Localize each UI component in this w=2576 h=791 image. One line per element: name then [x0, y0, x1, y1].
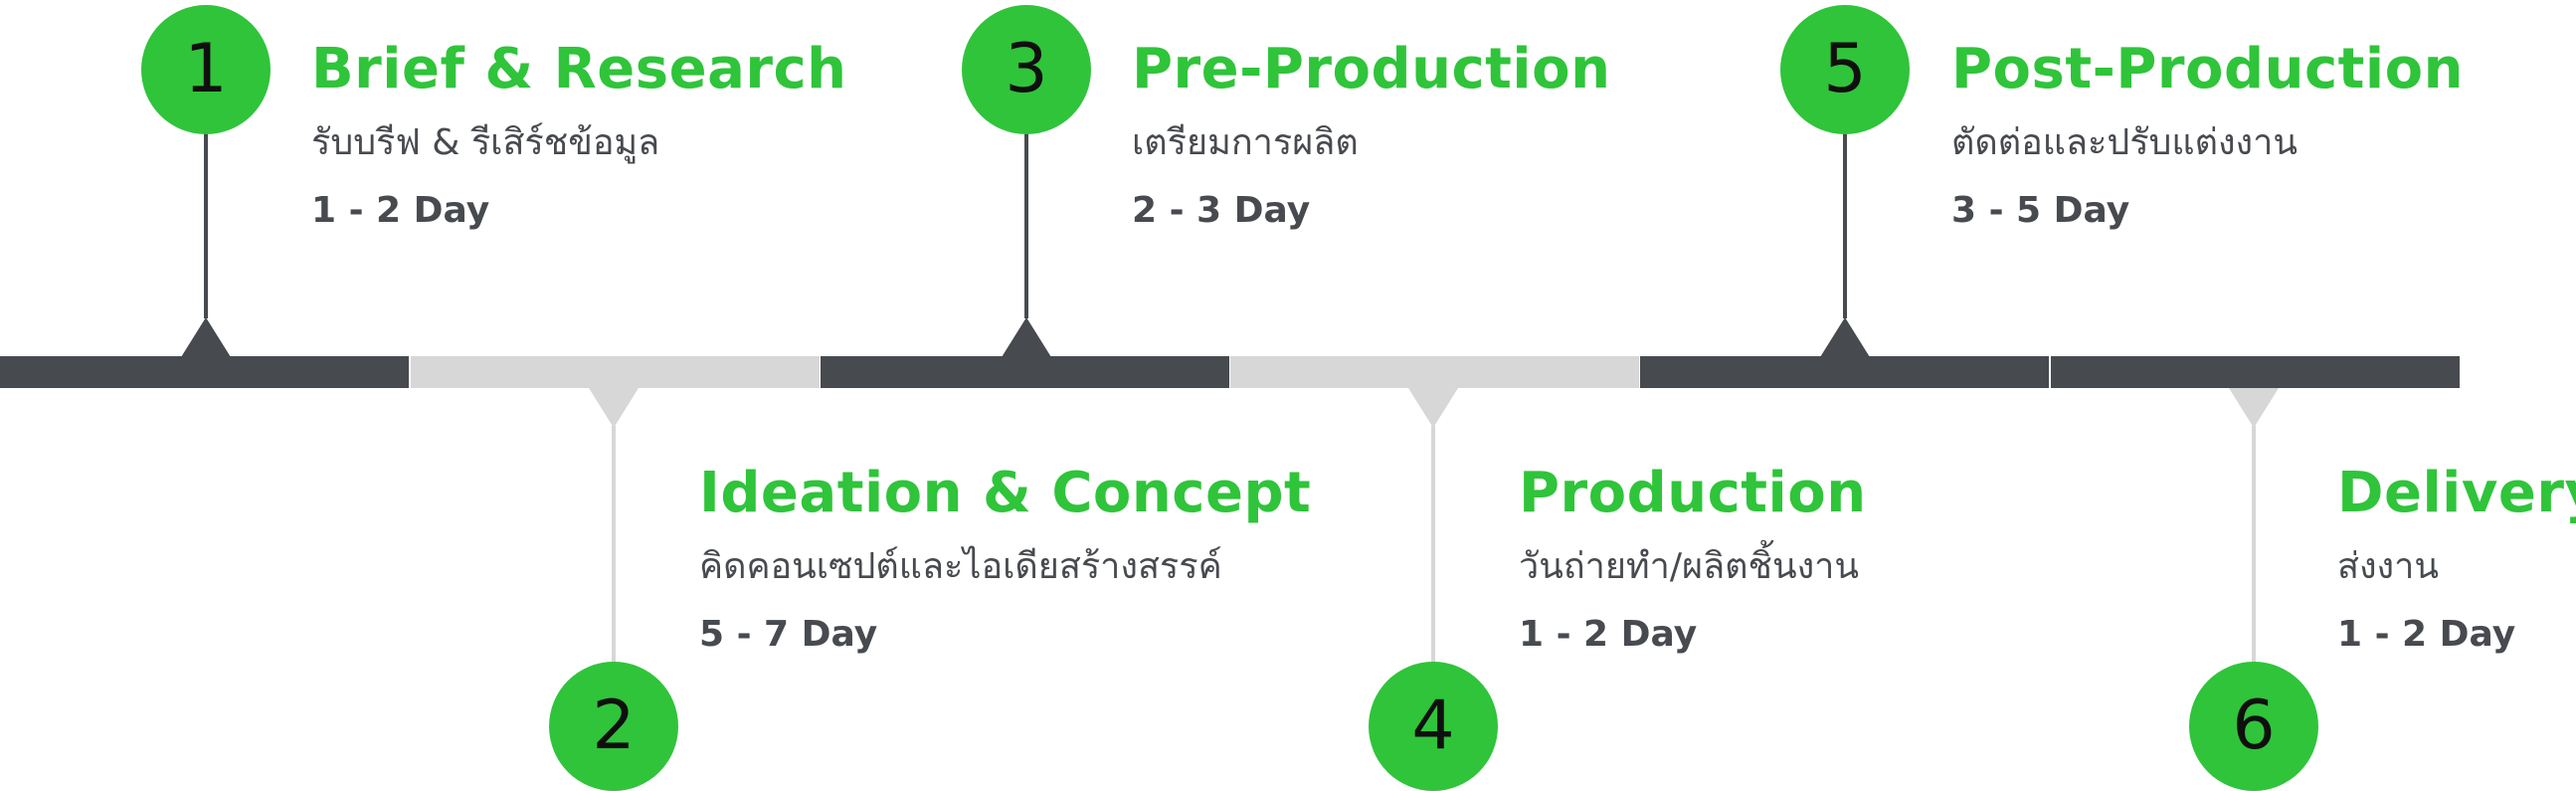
step-1-connector [204, 119, 208, 318]
step-3-subtitle: เตรียมการผลิต [1132, 122, 1359, 163]
step-4-pointer [1408, 388, 1458, 428]
step-1-title: Brief & Research [311, 37, 847, 101]
step-5-label: Post-Production ตัดต่อและปรับแต่งงาน 3 -… [1951, 42, 2464, 230]
timeline-segment-4 [1230, 356, 1639, 388]
step-1-pointer [181, 317, 231, 357]
step-4-number-badge: 4 [1369, 662, 1498, 791]
step-5-title: Post-Production [1951, 37, 2464, 101]
step-3-label: Pre-Production เตรียมการผลิต 2 - 3 Day [1132, 42, 1610, 230]
step-2-title: Ideation & Concept [699, 461, 1312, 525]
step-5-duration: 3 - 5 Day [1951, 189, 2130, 231]
step-3-connector [1024, 119, 1028, 318]
step-1-subtitle: รับบรีฟ & รีเสิร์ชข้อมูล [311, 122, 660, 163]
step-2-pointer [589, 388, 639, 428]
step-1-duration: 1 - 2 Day [311, 189, 490, 231]
step-1-number-badge: 1 [141, 5, 271, 134]
step-6-duration: 1 - 2 Day [2337, 613, 2516, 655]
step-2-duration: 5 - 7 Day [699, 613, 878, 655]
step-6-label: Delivery ส่งงาน 1 - 2 Day [2337, 466, 2576, 654]
step-6-number-badge: 6 [2189, 662, 2318, 791]
step-2-label: Ideation & Concept คิดคอนเซปต์และไอเดียส… [699, 466, 1311, 654]
timeline-segment-1 [0, 356, 409, 388]
step-3-title: Pre-Production [1132, 37, 1611, 101]
step-3-pointer [1002, 317, 1051, 357]
step-6-pointer [2229, 388, 2279, 428]
timeline-segment-5 [1640, 356, 2049, 388]
step-5-pointer [1820, 317, 1870, 357]
timeline-segment-6 [2051, 356, 2460, 388]
step-2-number-badge: 2 [549, 662, 678, 791]
step-3-number-badge: 3 [962, 5, 1091, 134]
step-6-subtitle: ส่งงาน [2337, 546, 2439, 587]
step-2-connector [612, 426, 616, 665]
step-4-label: Production วันถ่ายทำ/ผลิตชิ้นงาน 1 - 2 D… [1519, 466, 1867, 654]
step-1-label: Brief & Research รับบรีฟ & รีเสิร์ชข้อมู… [311, 42, 847, 230]
step-4-subtitle: วันถ่ายทำ/ผลิตชิ้นงาน [1519, 546, 1859, 587]
step-4-duration: 1 - 2 Day [1519, 613, 1698, 655]
step-3-duration: 2 - 3 Day [1132, 189, 1311, 231]
step-6-connector [2252, 426, 2256, 665]
timeline-segment-2 [411, 356, 820, 388]
step-4-title: Production [1519, 461, 1867, 525]
step-2-subtitle: คิดคอนเซปต์และไอเดียสร้างสรรค์ [699, 546, 1222, 587]
step-4-connector [1431, 426, 1435, 665]
step-5-subtitle: ตัดต่อและปรับแต่งงาน [1951, 122, 2298, 163]
step-5-connector [1843, 119, 1847, 318]
timeline-segment-3 [821, 356, 1229, 388]
step-5-number-badge: 5 [1780, 5, 1910, 134]
step-6-title: Delivery [2337, 461, 2576, 525]
